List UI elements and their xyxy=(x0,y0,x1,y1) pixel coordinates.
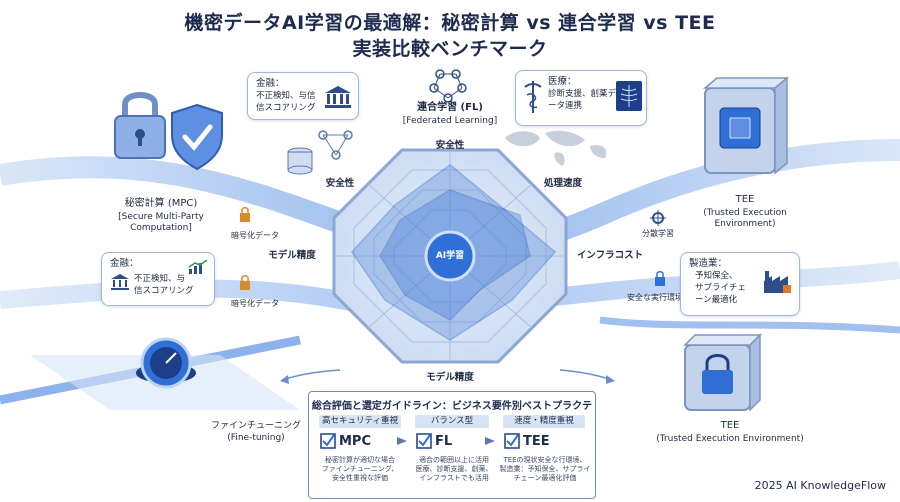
finetune-label: ファインチューニング xyxy=(210,421,301,431)
radar-axis-top-left: 安全性 xyxy=(325,178,355,189)
arrow-left-head xyxy=(280,375,289,384)
tee-bottom-sub: (Trusted Execution Environment) xyxy=(656,434,804,444)
encrypted-data-label-2: 暗号化データ xyxy=(231,299,279,308)
radar-ring-3 xyxy=(393,209,507,303)
card-manufacturing: 製造業： 予知保全、 サプライチェ ーン最適化 xyxy=(680,252,800,316)
card-manufacturing-title: 製造業： xyxy=(689,258,728,269)
card-finance-left-line2: 信スコアリング xyxy=(134,286,194,296)
guideline-panel: 総合評価と選定ガイドライン：ビジネス要件別ベストプラクティス 高セキュリティ重視… xyxy=(308,391,596,499)
card-medical-title: 医療： xyxy=(548,76,577,87)
mpc-sub1: [Secure Multi-Party xyxy=(118,212,204,222)
tee-top-sub1: (Trusted Execution xyxy=(703,208,787,218)
flow-ribbon-bottom-right xyxy=(599,316,900,334)
guideline-choice-tee: TEE xyxy=(523,434,550,449)
server-chip-icon xyxy=(702,76,790,175)
arrow-icon-2 xyxy=(485,437,495,445)
tee-top-title: TEE xyxy=(735,194,755,205)
page-subtitle: 実装比較ベンチマーク xyxy=(352,38,548,60)
radar-ring-2 xyxy=(373,189,527,323)
radar-axis-bottom: モデル精度 xyxy=(426,372,474,383)
card-finance-left-title: 金融： xyxy=(110,258,139,269)
secure-env-lock-icon xyxy=(655,271,665,286)
guideline-note-mpc: 秘密計算が適切な場合 ファインチューニング、 安全性重視な評価 xyxy=(313,456,407,483)
card-manufacturing-line3: ーン最適化 xyxy=(695,295,738,305)
credit-text: 2025 AI KnowledgeFlow xyxy=(754,479,886,492)
guideline-checks xyxy=(320,433,520,449)
xray-icon xyxy=(616,81,642,111)
radar-chart xyxy=(332,148,568,364)
radar-axis-top: 安全性 xyxy=(435,140,465,151)
fl-title: 連合学習 (FL) xyxy=(417,102,483,113)
arrow-right-head xyxy=(606,375,615,384)
fl-sub: [Federated Learning] xyxy=(402,116,498,126)
gear-network-icon xyxy=(650,210,666,226)
tee-bottom-title: TEE xyxy=(720,420,740,431)
arrow-left xyxy=(281,369,341,381)
guideline-choice-fl: FL xyxy=(435,434,453,449)
card-finance-left: 金融： 不正検知、与 信スコアリング xyxy=(101,252,215,306)
arrow-right xyxy=(559,369,613,381)
lock-safe-icon xyxy=(683,333,762,412)
guideline-col-speed: 速度・精度重視 xyxy=(503,415,585,428)
mpc-title: 秘密計算 (MPC) xyxy=(124,198,198,209)
guideline-note-fl-2: 医療、診断支援、創薬、 xyxy=(415,465,493,473)
padlock-icon xyxy=(114,92,166,159)
gauge-dial-icon xyxy=(136,337,196,389)
card-medical: 医療： 診断支援、創薬デ ータ連携 xyxy=(515,70,647,126)
guideline-note-fl-1: 適合の範囲以上に活用 xyxy=(419,456,489,464)
card-finance-top-title: 金融： xyxy=(256,78,285,89)
card-manufacturing-line1: 予知保全、 xyxy=(695,271,738,281)
bank-icon-2 xyxy=(111,274,129,290)
guideline-note-tee-1: TEEの現状安全な行環境、 xyxy=(503,456,587,464)
guideline-col-security: 高セキュリティ重視 xyxy=(319,415,401,428)
shield-check-icon xyxy=(171,103,223,171)
card-manufacturing-line2: サプライチェ xyxy=(695,283,747,293)
radar-axis-top-right: 処理速度 xyxy=(543,178,582,189)
encrypted-lock-icon-2 xyxy=(240,275,250,290)
mpc-sub2: Computation] xyxy=(130,223,192,233)
factory-icon xyxy=(764,271,791,293)
radar-axis-left: モデル精度 xyxy=(268,250,316,261)
radar-center-label: AI学習 xyxy=(435,251,465,261)
card-finance-left-line1: 不正検知、与 xyxy=(134,274,186,284)
guideline-note-mpc-2: ファインチューニング、 xyxy=(321,465,399,473)
tee-top-sub2: Environment) xyxy=(714,219,776,229)
finetune-en-label: (Fine-tuning) xyxy=(227,433,285,443)
encrypted-data-label-1: 暗号化データ xyxy=(231,231,279,240)
guideline-note-fl-3: インフラストでも活用 xyxy=(419,474,489,482)
radar-axis-right: インフラコスト xyxy=(576,250,644,261)
card-finance-top: 金融： 不正検知、与信 信スコアリング xyxy=(247,72,359,120)
distributed-learning-label: 分散学習 xyxy=(642,229,674,238)
molecule-network-icon xyxy=(429,69,467,103)
chart-icon xyxy=(188,259,208,274)
guideline-choice-mpc: MPC xyxy=(339,434,372,449)
guideline-note-mpc-1: 秘密計算が適切な場合 xyxy=(325,456,395,464)
guideline-note-tee-3: チェーン最適化評価 xyxy=(513,474,577,482)
card-finance-top-line2: 信スコアリング xyxy=(256,103,316,113)
card-finance-top-line1: 不正検知、与信 xyxy=(256,91,316,101)
card-medical-line1: 診断支援、創薬デ xyxy=(548,89,617,99)
guideline-col-balance: バランス型 xyxy=(415,415,489,428)
guideline-note-fl: 適合の範囲以上に活用 医療、診断支援、創薬、 インフラストでも活用 xyxy=(407,456,501,483)
radar-ring-1 xyxy=(353,169,547,343)
guideline-note-mpc-3: 安全性重視な評価 xyxy=(332,474,388,482)
card-medical-line2: ータ連携 xyxy=(548,101,583,111)
network-nodes-icon xyxy=(318,130,353,160)
encrypted-lock-icon-1 xyxy=(240,207,250,222)
guideline-note-tee-2: 製造業：予知保全、サプライ xyxy=(499,465,591,473)
world-map-icon xyxy=(505,130,607,166)
radar-center xyxy=(424,230,476,282)
arrow-icon-1 xyxy=(397,437,407,445)
bank-icon xyxy=(325,86,351,108)
caduceus-icon xyxy=(524,81,542,113)
page-title: 機密データAI学習の最適解：秘密計算 vs 連合学習 vs TEE xyxy=(184,12,716,34)
secure-env-label: 安全な実行環境 xyxy=(627,293,683,302)
database-icon xyxy=(287,147,313,175)
guideline-note-tee: TEEの現状安全な行環境、 製造業：予知保全、サプライ チェーン最適化評価 xyxy=(497,456,593,483)
